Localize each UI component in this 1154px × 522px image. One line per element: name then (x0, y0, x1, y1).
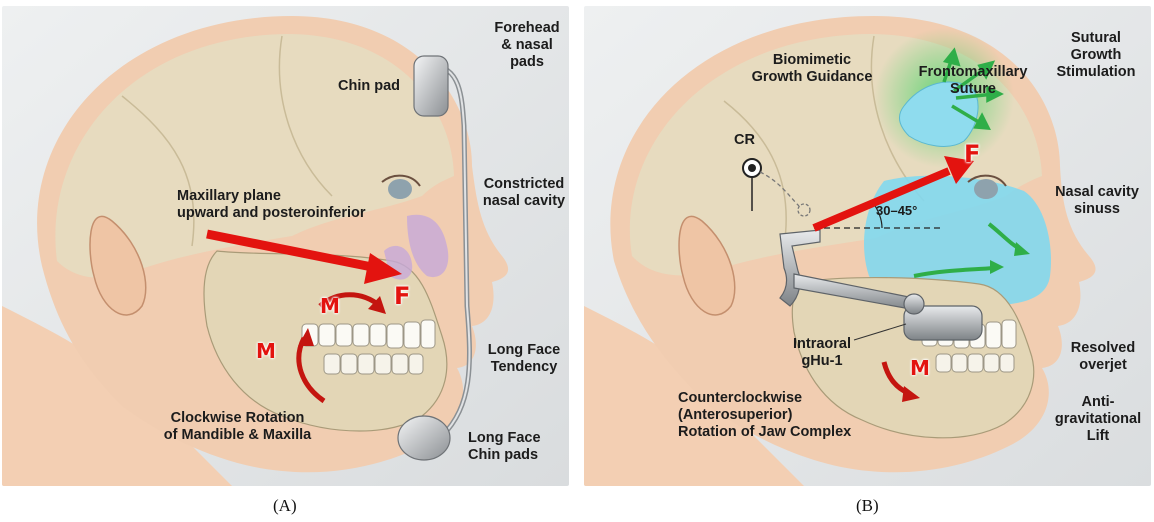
label-angle: 30–45° (876, 202, 917, 219)
label-biomimetic-line1: Biomimetic (742, 52, 882, 69)
label-forehead-line2: & nasal (492, 37, 562, 54)
label-forehead-line1: Forehead (492, 20, 562, 37)
label-frontomax-line2: Suture (908, 81, 1038, 98)
label-sutural-line1: Sutural (1042, 30, 1150, 47)
label-intraoral-line2: gHu-1 (784, 353, 860, 370)
caption-a: (A) (273, 496, 297, 516)
label-intraoral-line1: Intraoral (784, 336, 860, 353)
label-clockwise-rotation: Clockwise Rotation of Mandible & Maxilla (150, 410, 325, 444)
mandible-marker-lower-a: M (256, 339, 276, 363)
label-counterclockwise-rotation: Counterclockwise (Anterosuperior) Rotati… (678, 390, 851, 441)
mandible-marker-upper-a: M (320, 294, 340, 318)
label-resolved-overjet: Resolved overjet (1058, 340, 1148, 374)
mandible-marker-b: M (910, 356, 930, 380)
label-maxillary-line2: upward and posteroinferior (177, 205, 366, 222)
label-biomimetic-line2: Growth Guidance (742, 69, 882, 86)
label-forehead-nasal-pads: Forehead & nasal pads (492, 20, 562, 71)
lower-teeth-a (324, 354, 423, 374)
label-nasal-line1: Nasal cavity (1044, 184, 1150, 201)
label-sutural-growth: Sutural Growth Stimulation (1042, 30, 1150, 81)
label-biomimetic-growth: Biomimetic Growth Guidance (742, 52, 882, 86)
label-constricted-line2: nasal cavity (478, 193, 569, 210)
label-maxillary-line1: Maxillary plane (177, 188, 366, 205)
label-intraoral-appliance: Intraoral gHu-1 (784, 336, 860, 370)
eye-a (388, 179, 412, 199)
label-long-face-chin-pads: Long Face Chin pads (468, 430, 541, 464)
label-counter-line3: Rotation of Jaw Complex (678, 424, 851, 441)
label-nasal-line2: sinuss (1044, 201, 1150, 218)
label-constricted-line1: Constricted (478, 176, 569, 193)
label-long-face-line2: Tendency (484, 359, 564, 376)
force-marker-a: F (394, 282, 410, 310)
label-maxillary-plane: Maxillary plane upward and posteroinferi… (177, 188, 366, 222)
appliance-joint-b (904, 294, 924, 314)
label-clockwise-line1: Clockwise Rotation (150, 410, 325, 427)
label-nasal-cavity-sinus: Nasal cavity sinuss (1044, 184, 1150, 218)
chin-pad-a (398, 416, 450, 460)
label-frontomax-line1: Frontomaxillary (908, 64, 1038, 81)
label-long-face-tendency: Long Face Tendency (484, 342, 564, 376)
cr-point-center (748, 164, 756, 172)
label-anti-line1: Anti- (1046, 394, 1150, 411)
label-anti-line3: Lift (1046, 428, 1150, 445)
label-resolved-line2: overjet (1058, 357, 1148, 374)
label-counter-line1: Counterclockwise (678, 390, 851, 407)
label-anti-gravitational-lift: Anti- gravitational Lift (1046, 394, 1150, 445)
eye-b (974, 179, 998, 199)
label-resolved-line1: Resolved (1058, 340, 1148, 357)
label-anti-line2: gravitational (1046, 411, 1150, 428)
panel-b-illustration: Biomimetic Growth Guidance Frontomaxilla… (584, 6, 1151, 486)
label-counter-line2: (Anterosuperior) (678, 407, 851, 424)
label-long-chin-line1: Long Face (468, 430, 541, 447)
caption-b: (B) (856, 496, 879, 516)
label-chin-pad: Chin pad (338, 78, 400, 95)
label-frontomaxillary-suture: Frontomaxillary Suture (908, 64, 1038, 98)
label-sutural-line2: Growth (1042, 47, 1150, 64)
label-clockwise-line2: of Mandible & Maxilla (150, 427, 325, 444)
label-constricted-nasal-cavity: Constricted nasal cavity (478, 176, 569, 210)
label-forehead-line3: pads (492, 54, 562, 71)
label-long-face-line1: Long Face (484, 342, 564, 359)
force-marker-b: F (964, 140, 980, 168)
forehead-pad-a (414, 56, 448, 116)
lower-teeth-b (936, 354, 1014, 372)
label-cr: CR (734, 132, 755, 149)
label-sutural-line3: Stimulation (1042, 64, 1150, 81)
label-long-chin-line2: Chin pads (468, 447, 541, 464)
panel-a-illustration: Chin pad Forehead & nasal pads Constrict… (2, 6, 569, 486)
